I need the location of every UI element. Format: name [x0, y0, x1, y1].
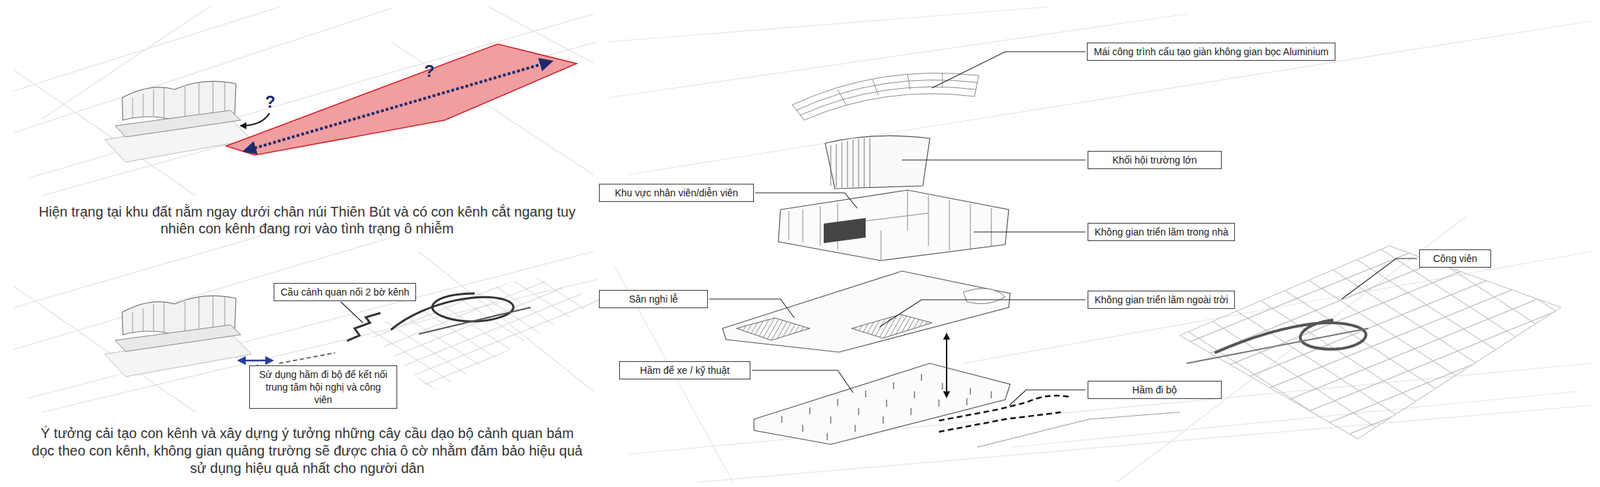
- question-mark: ?: [256, 92, 285, 112]
- label-box: Mái công trình cấu tạo giàn không gian b…: [1086, 42, 1336, 61]
- label-box: Hầm để xe / kỹ thuật: [619, 360, 751, 380]
- exploded-axonometric: [722, 72, 1571, 447]
- road-lines: [607, 6, 1592, 482]
- site-existing: [104, 43, 577, 162]
- label-text: Công viên: [1426, 252, 1485, 265]
- label-text: Cầu cảnh quan nối 2 bờ kênh: [280, 285, 410, 299]
- label-text: Sử dụng hầm đi bộ để kết nối trung tâm h…: [256, 367, 391, 406]
- label-box: Sử dụng hầm đi bộ để kết nối trung tâm h…: [249, 365, 398, 409]
- road-lines: [13, 6, 597, 412]
- label-text: Hầm đi bộ: [1094, 383, 1215, 396]
- label-text: Không gian triển lãm trong nhà: [1094, 225, 1228, 239]
- label-box: Khu vực nhân viên/diễn viên: [598, 183, 754, 202]
- label-box: Hầm đi bộ: [1087, 380, 1222, 399]
- question-mark: ?: [415, 61, 444, 81]
- label-box: Khối hội trường lớn: [1087, 150, 1222, 169]
- label-box: Không gian triển lãm ngoài trời: [1087, 290, 1235, 309]
- label-text: Sân nghi lễ: [605, 292, 701, 306]
- label-box: Sân nghi lễ: [598, 289, 708, 308]
- label-text: Không gian triển lãm ngoài trời: [1094, 293, 1228, 306]
- label-text: Mái công trình cấu tạo giàn không gian b…: [1093, 45, 1329, 58]
- label-box: Công viên: [1419, 249, 1492, 268]
- label-text: Khối hội trường lớn: [1094, 153, 1215, 167]
- label-box: Không gian triển lãm trong nhà: [1087, 222, 1235, 241]
- caption-text: Ý tưởng cải tạo con kênh và xây dựng ý t…: [31, 424, 583, 477]
- label-text: Khu vực nhân viên/diễn viên: [605, 186, 747, 199]
- site-idea: [104, 265, 615, 405]
- label-text: Hầm để xe / kỹ thuật: [626, 363, 744, 377]
- label-box: Cầu cảnh quan nối 2 bờ kênh: [273, 282, 417, 301]
- caption-text: Hiện trạng tại khu đất nằm ngay dưới châ…: [31, 203, 583, 237]
